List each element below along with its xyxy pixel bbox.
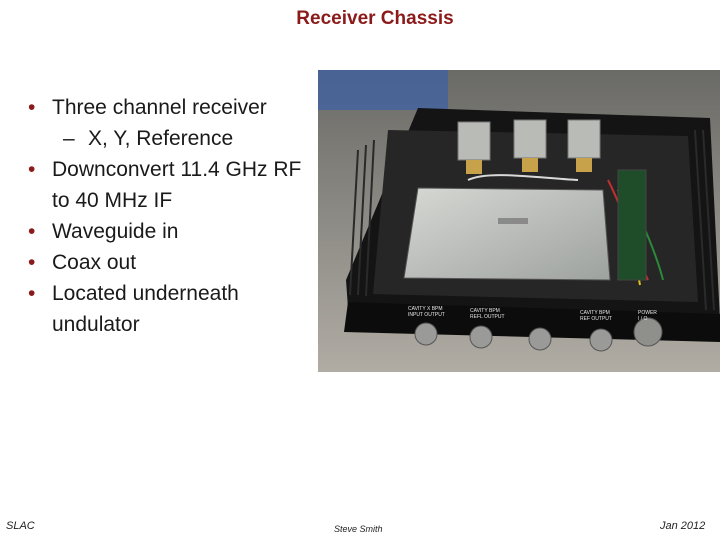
panel-label: CAVITY BPM — [470, 308, 500, 314]
bullet-item: •Located underneath undulator — [28, 278, 318, 340]
footer-center: Steve Smith — [334, 524, 383, 534]
waveguide-blocks — [457, 119, 601, 174]
dash-marker: – — [63, 127, 75, 150]
panel-label: CAVITY BPM — [580, 310, 610, 316]
circuit-board — [617, 169, 647, 281]
bullet-dot: • — [28, 158, 36, 181]
bullet-dot: • — [28, 282, 36, 305]
bullet-item: •Waveguide in — [28, 216, 318, 247]
slide-title: Receiver Chassis — [296, 8, 454, 29]
panel-label-sub: REF OUTPUT — [580, 316, 612, 322]
footer-left: SLAC — [6, 520, 35, 532]
footer-right: Jan 2012 — [660, 520, 706, 532]
panel-label: POWER — [638, 310, 657, 316]
panel-label-sub: I / O — [638, 316, 648, 322]
bullet-item: •Downconvert 11.4 GHz RF to 40 MHz IF — [28, 154, 318, 216]
panel-label-sub: INPUT OUTPUT — [408, 312, 445, 318]
sub-bullet-item: –X, Y, Reference — [28, 123, 318, 154]
bullet-dot: • — [28, 220, 36, 243]
bullet-dot: • — [28, 251, 36, 274]
panel-label-sub: REFL OUTPUT — [470, 314, 505, 320]
bullet-dot: • — [28, 96, 36, 119]
bullet-item: •Coax out — [28, 247, 318, 278]
bullet-item: •Three channel receiver — [28, 92, 318, 123]
front-connectors — [414, 317, 663, 352]
panel-label: CAVITY X BPM — [408, 306, 443, 312]
background-equipment — [318, 70, 448, 110]
cooling-fins — [349, 129, 715, 311]
bullet-list: •Three channel receiver –X, Y, Reference… — [28, 92, 318, 340]
chassis-front-panel — [344, 302, 720, 342]
downconverter-module — [403, 187, 611, 281]
receiver-chassis-photo: CAVITY X BPM INPUT OUTPUT CAVITY BPM REF… — [318, 70, 720, 372]
